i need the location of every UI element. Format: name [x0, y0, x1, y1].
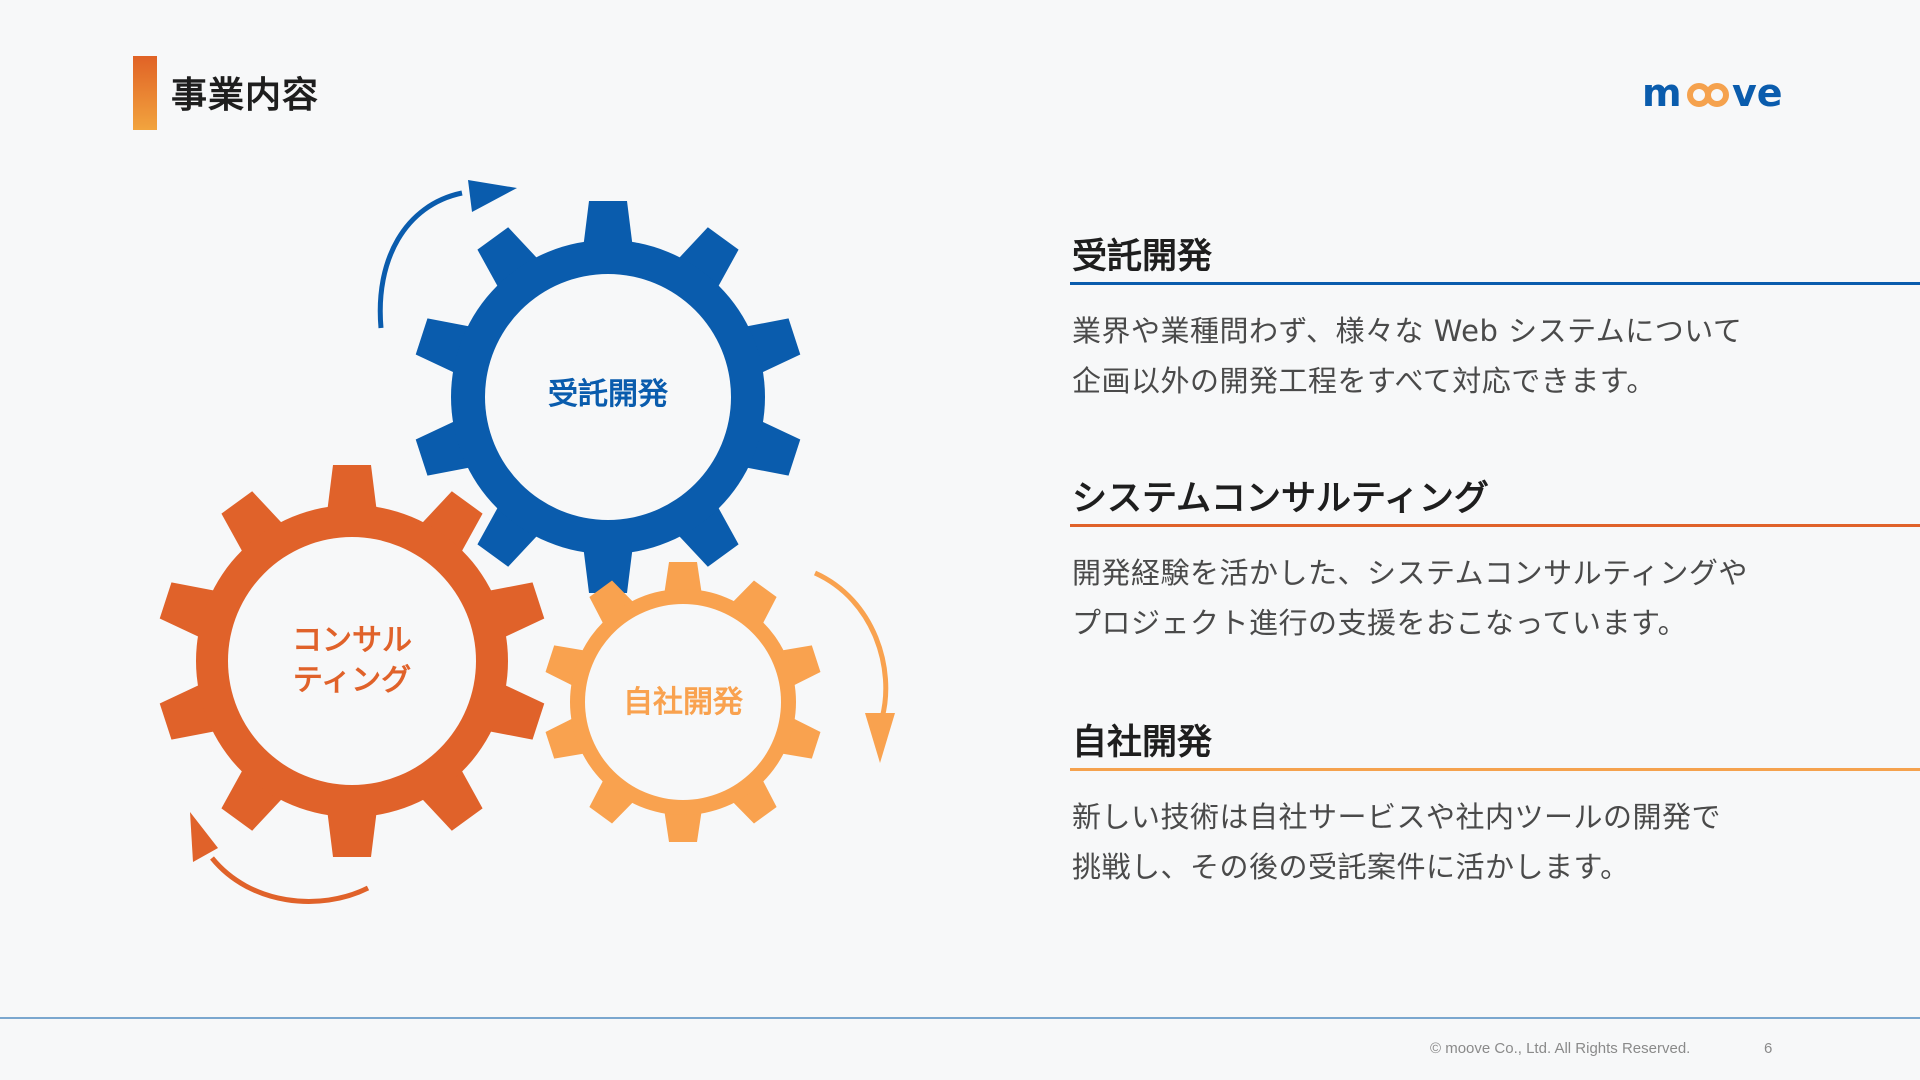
gear-tooth	[413, 491, 483, 564]
gear-blue-label: 受託開発	[548, 377, 669, 412]
gear-tooth	[221, 491, 291, 564]
page-title: 事業内容	[171, 75, 320, 116]
footer-divider	[0, 1017, 1920, 1019]
page-number: 6	[1764, 1040, 1773, 1057]
gear-tooth	[725, 771, 777, 824]
arrow-red-icon	[190, 812, 370, 904]
title-accent-bar	[133, 56, 157, 130]
section-description: 開発経験を活かした、システムコンサルティングや プロジェクト進行の支援をおこなっ…	[1072, 548, 1748, 648]
copyright-text: © moove Co., Ltd. All Rights Reserved.	[1430, 1040, 1691, 1057]
description-line: 開発経験を活かした、システムコンサルティングや	[1072, 556, 1748, 590]
section-description: 業界や業種問わず、様々な Web システムについて 企画以外の開発工程をすべて対…	[1072, 306, 1742, 406]
arrow-orange-icon	[813, 570, 895, 763]
moove-logo: m ve	[1642, 71, 1783, 115]
arrow-blue-icon	[377, 180, 517, 329]
section-title: システムコンサルティング	[1072, 479, 1489, 519]
description-line: プロジェクト進行の支援をおこなっています。	[1072, 606, 1688, 640]
gear-contract-dev	[415, 201, 801, 593]
gear-orange-label: 自社開発	[623, 685, 744, 720]
gear-tooth	[589, 771, 641, 824]
gear-tooth	[477, 494, 547, 567]
gear-tooth	[413, 758, 483, 831]
section-description: 新しい技術は自社サービスや社内ツールの開発で 挑戦し、その後の受託案件に活かしま…	[1072, 792, 1721, 892]
description-line: 企画以外の開発工程をすべて対応できます。	[1072, 364, 1656, 398]
gear-in-house-dev	[545, 562, 821, 842]
description-line: 業界や業種問わず、様々な Web システムについて	[1072, 314, 1743, 348]
gear-tooth	[669, 227, 739, 300]
gear-tooth	[221, 758, 291, 831]
section-divider	[1070, 524, 1920, 527]
description-line: 新しい技術は自社サービスや社内ツールの開発で	[1072, 800, 1722, 834]
svg-text:ve: ve	[1732, 71, 1783, 115]
description-line: 挑戦し、その後の受託案件に活かします。	[1072, 850, 1630, 884]
section-divider	[1070, 282, 1920, 285]
gear-consulting	[159, 465, 545, 857]
section-title: 受託開発	[1072, 237, 1213, 277]
gear-tooth	[477, 227, 547, 300]
section-divider	[1070, 768, 1920, 771]
gear-red-label-line2: ティング	[293, 663, 411, 698]
section-title: 自社開発	[1072, 723, 1213, 763]
svg-text:m: m	[1642, 71, 1682, 115]
gear-red-label-line1: コンサル	[292, 623, 412, 658]
gear-tooth	[669, 494, 739, 567]
gear-tooth	[589, 580, 641, 633]
gear-tooth	[725, 580, 777, 633]
